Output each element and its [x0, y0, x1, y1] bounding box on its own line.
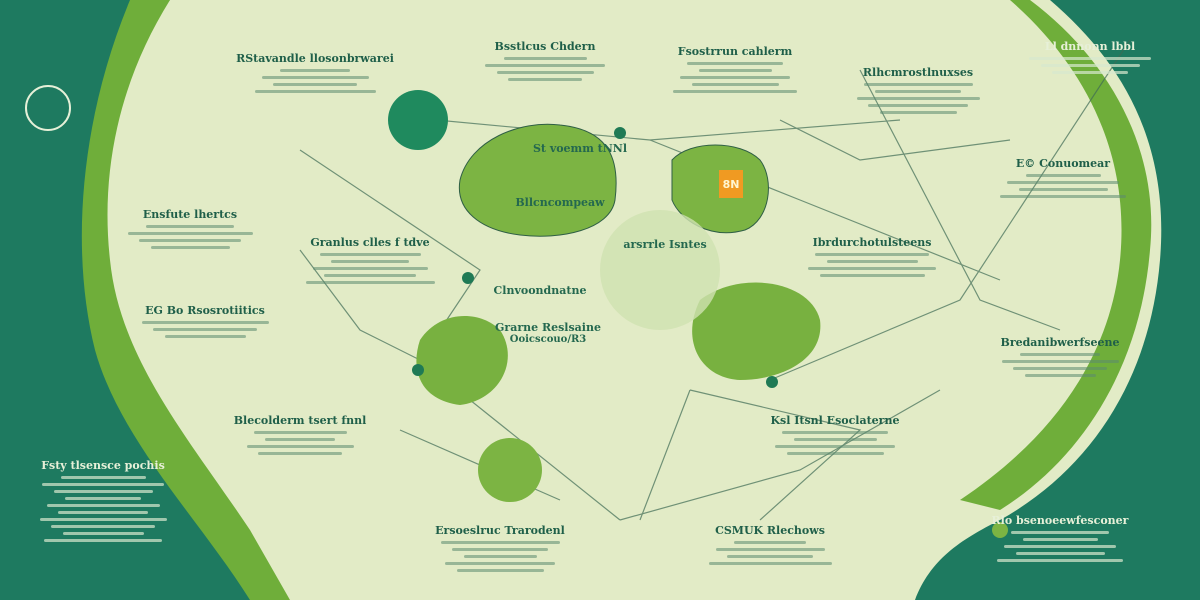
center-label: Bllcncompeaw	[515, 196, 605, 209]
node-title: Blecolderm tsert fnnl	[233, 414, 367, 427]
node-body-text	[995, 57, 1185, 74]
center-label: Ooicscouo/R3	[509, 334, 587, 345]
orange-badge: 8N	[719, 170, 743, 198]
node-body-text	[8, 476, 198, 542]
right-green-wave	[960, 0, 1152, 510]
node-body-text	[777, 253, 967, 277]
node-body-text	[95, 225, 285, 249]
center-blob-bottom-right	[692, 282, 821, 380]
center-label: St voemm tNNl	[532, 142, 628, 155]
junction-dot	[412, 364, 424, 376]
node-title: Ersoeslruc Trarodenl	[435, 524, 565, 537]
info-node: Ensfute lhertcs	[95, 208, 285, 249]
info-node: CSMUK Rlechows	[675, 524, 865, 565]
junction-dot	[614, 127, 626, 139]
node-title: Ensfute lhertcs	[142, 208, 238, 221]
node-title: Ibrdurchotulsteens	[812, 236, 932, 249]
left-green-wave	[81, 0, 290, 600]
node-body-text	[275, 253, 465, 284]
node-body-text	[205, 431, 395, 455]
node-body-text	[675, 541, 865, 565]
left-dark-edge	[0, 0, 260, 600]
node-title: Fsty tlsensce pochis	[41, 459, 165, 472]
info-node: Rlhcmrostlnuxses	[823, 66, 1013, 114]
info-node: RStavandle llosonbrwarei	[220, 52, 410, 93]
info-node: Ersoeslruc Trarodenl	[405, 524, 595, 572]
info-node: Bsstlcus Chdern	[450, 40, 640, 81]
node-title: Rlhcmrostlnuxses	[862, 66, 974, 79]
node-body-text	[640, 62, 830, 93]
info-node: Ksl Itsnl Esoclaterne	[740, 414, 930, 455]
node-title: Granlus clles f tdve	[310, 236, 430, 249]
logo-circle	[25, 85, 71, 131]
node-body-text	[220, 69, 410, 93]
node-title: Ll dnnonn lbbl	[1044, 40, 1136, 53]
node-body-text	[823, 83, 1013, 114]
junction-dot	[766, 376, 778, 388]
node-title: Rlo bsenoeewfesconer	[991, 514, 1129, 527]
circle-dark-node	[388, 90, 448, 150]
info-node: EG Bo Rsosrotiitics	[110, 304, 300, 338]
center-blob-bottom-left	[416, 316, 508, 405]
junction-dot	[462, 272, 474, 284]
info-node: Rlo bsenoeewfesconer	[965, 514, 1155, 562]
center-blob-left	[458, 123, 617, 237]
info-node: E© Conuomear	[968, 157, 1158, 198]
info-node: Ibrdurchotulsteens	[777, 236, 967, 277]
info-node: Granlus clles f tdve	[275, 236, 465, 284]
node-title: EG Bo Rsosrotiitics	[145, 304, 265, 317]
node-title: Bredanibwerfseene	[1000, 336, 1120, 349]
info-node: Bredanibwerfseene	[965, 336, 1155, 377]
node-title: Bsstlcus Chdern	[494, 40, 596, 53]
node-body-text	[450, 57, 640, 81]
center-circle-mid	[600, 210, 720, 330]
center-label: Clnvoondnatne	[493, 284, 587, 297]
circle-bottom-node	[478, 438, 542, 502]
node-title: RStavandle llosonbrwarei	[236, 52, 394, 65]
node-body-text	[740, 431, 930, 455]
node-title: Fsostrrun cahlerm	[677, 45, 793, 58]
info-node: Blecolderm tsert fnnl	[205, 414, 395, 455]
right-dark-edge	[915, 0, 1200, 600]
info-node: Fsostrrun cahlerm	[640, 45, 830, 93]
node-body-text	[110, 321, 300, 338]
node-title: Ksl Itsnl Esoclaterne	[770, 414, 900, 427]
node-title: E© Conuomear	[1015, 157, 1111, 170]
info-node: Ll dnnonn lbbl	[995, 40, 1185, 74]
node-body-text	[968, 174, 1158, 198]
center-label: arsrrle Isntes	[623, 238, 707, 251]
info-node: Fsty tlsensce pochis	[8, 459, 198, 542]
center-label: Grarne Reslsaine	[495, 321, 601, 334]
right-bottom-icon	[992, 522, 1008, 538]
node-title: CSMUK Rlechows	[715, 524, 825, 537]
node-body-text	[405, 541, 595, 572]
node-body-text	[965, 531, 1155, 562]
node-body-text	[965, 353, 1155, 377]
